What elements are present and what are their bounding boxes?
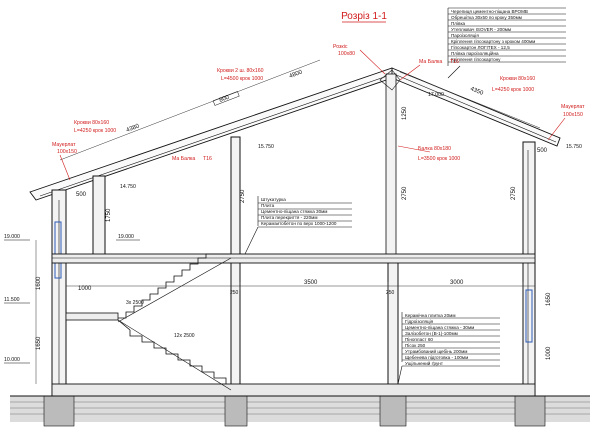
level-17000: 17.000 bbox=[428, 92, 444, 98]
level-15750a: 15.750 bbox=[258, 144, 274, 150]
callout-mauerlat-r: Мауерлат bbox=[561, 104, 585, 110]
roof-len-a: 4380 bbox=[126, 123, 141, 134]
ground bbox=[10, 395, 590, 427]
roof-len-b: 4800 bbox=[289, 69, 304, 80]
roof-legend-line-9: Кріплення гіпсокартону bbox=[451, 57, 501, 62]
roof bbox=[29, 67, 561, 261]
roof-legend-line-6: Кріплення гіпсокартону з кроком 400мм bbox=[451, 39, 535, 44]
callout-ma-left-size: Т16 bbox=[203, 156, 212, 162]
callout-beam-right: Крокви 80х160 bbox=[500, 76, 535, 82]
stair-legend-line-4: Плита перекриття - 220мм bbox=[261, 215, 317, 220]
h-1000: 1000 bbox=[78, 286, 92, 292]
h-1600-r: 1650 bbox=[546, 292, 552, 306]
h-1750: 1750 bbox=[106, 208, 112, 222]
roof-legend-line-4: Утеплювач ISOVER - 200мм bbox=[451, 27, 511, 32]
staircase: 3x 2500 12x 2500 bbox=[117, 253, 232, 391]
stair-legend-line-2: Плита bbox=[261, 203, 275, 208]
callout-mauerlat-r-size: 100х150 bbox=[563, 112, 583, 118]
callout-beam-left-step: L=4250 крок 1000 bbox=[74, 128, 116, 134]
level-19000b: 19.000 bbox=[118, 234, 134, 240]
floor-legend-line-1: Керамічна плитка 20мм bbox=[405, 313, 456, 318]
floor-legend: Керамічна плитка 20мм Гідроізоляція Цеме… bbox=[397, 312, 500, 385]
h-1250: 1250 bbox=[402, 106, 408, 120]
h-2750-a: 2750 bbox=[240, 189, 246, 203]
h-2750-b: 2750 bbox=[402, 186, 408, 200]
h-2750-c: 2750 bbox=[511, 186, 517, 200]
floor-legend-line-9: Ущільнений ґрунт bbox=[405, 360, 444, 366]
stair-legend: Штукатурка Плита Цементно-піщана стяжка … bbox=[244, 196, 352, 255]
callout-beam-mid: Крокви 2 ш. 80х160 bbox=[217, 68, 264, 74]
stair-legend-line-5: Керамзитобетон по верх 1000-1200 bbox=[261, 221, 337, 226]
level-19000a: 19.000 bbox=[4, 234, 20, 240]
roof-legend-line-1: Черепиця цементно-піщана ВРОМВ bbox=[451, 9, 528, 14]
floor-legend-line-4: Залізобетон (B-1)-100мм bbox=[405, 331, 458, 336]
callout-beam-mid-step: L=4500 крок 1000 bbox=[221, 76, 263, 82]
span-dimensions: 3500 3000 250 250 bbox=[66, 280, 535, 296]
floor-legend-line-6: Пісок 250 bbox=[405, 343, 426, 348]
w-500-l: 500 bbox=[76, 192, 87, 198]
span-left: 3500 bbox=[304, 280, 318, 286]
level-15750b: 15.750 bbox=[566, 144, 582, 150]
level-14750: 14.750 bbox=[120, 184, 136, 190]
roof-len-c: 800 bbox=[219, 94, 231, 103]
floor-legend-line-7: Утрамбований щебінь 200мм bbox=[405, 348, 467, 354]
level-11500: 11.500 bbox=[4, 297, 20, 303]
walls bbox=[51, 136, 536, 397]
roof-legend-line-7: Гіпсокартон ЛОГІТЕХ - 12,5 bbox=[451, 45, 510, 50]
roof-callouts: Розкіс 100х80 Ма Балка Т16 Крокви 2 ш. 8… bbox=[52, 44, 585, 181]
callout-ridge-size: 100х80 bbox=[338, 51, 355, 57]
callout-ma-right: Ма Балка bbox=[419, 59, 442, 65]
roof-legend-line-5: Пароізоляція bbox=[451, 33, 479, 38]
span-250: 250 bbox=[230, 290, 239, 296]
span-right: 3000 bbox=[450, 280, 464, 286]
height-dimensions: 2750 2750 2750 1750 1250 1600 1650 1000 … bbox=[35, 106, 552, 384]
roof-legend-line-2: Обрешітка 30х50 по кроку 350мм bbox=[451, 15, 522, 20]
stair-legend-line-3: Цементно-піщана стяжка 30мм bbox=[261, 209, 327, 214]
floor-legend-line-2: Гідроізоляція bbox=[405, 319, 434, 324]
floor-legend-line-5: Пінопласт 60 bbox=[405, 337, 433, 342]
callout-beam-bottom: Балка 80х180 bbox=[418, 146, 451, 152]
roof-dimensions: 4380 4800 800 4350 bbox=[59, 59, 541, 161]
floor-legend-line-8: Щебенева підготовка - 100мм bbox=[405, 355, 468, 360]
roof-legend-line-3: Плівка bbox=[451, 21, 466, 26]
stair-legend-line-1: Штукатурка bbox=[261, 197, 286, 202]
level-10000: 10.000 bbox=[4, 357, 20, 363]
h-1650: 1650 bbox=[36, 336, 42, 350]
floor-legend-line-3: Цементно-піщана стяжка - 30мм bbox=[405, 325, 474, 330]
stair-count-a: 3x 2500 bbox=[126, 300, 144, 306]
callout-mauerlat-l: Мауерлат bbox=[52, 142, 76, 148]
drawing-title: Розріз 1-1 bbox=[341, 11, 387, 22]
callout-beam-bottom-step: L=3500 крок 1000 bbox=[418, 156, 460, 162]
roof-legend-line-8: Плівка пароізоляційна bbox=[451, 50, 499, 56]
callout-ma-right-size: Т16 bbox=[450, 59, 459, 65]
h-1600: 1600 bbox=[36, 276, 42, 290]
level-marks: 19.000 19.000 11.500 10.000 15.750 15.75… bbox=[4, 92, 582, 364]
w-500-r: 500 bbox=[537, 148, 548, 154]
span-250b: 250 bbox=[386, 290, 395, 296]
callout-ridge: Розкіс bbox=[333, 44, 348, 50]
stair-count-b: 12x 2500 bbox=[174, 333, 195, 339]
roof-len-d: 4350 bbox=[469, 86, 484, 97]
callout-beam-right-step: L=4250 крок 1000 bbox=[492, 87, 534, 93]
h-1000-r: 1000 bbox=[546, 346, 552, 360]
roof-legend: Черепиця цементно-піщана ВРОМВ Обрешітка… bbox=[447, 7, 566, 79]
callout-ma-left: Ма Балка bbox=[172, 156, 195, 162]
callout-mauerlat-l-size: 100х150 bbox=[57, 149, 77, 155]
callout-beam-left: Крокви 80х160 bbox=[74, 120, 109, 126]
